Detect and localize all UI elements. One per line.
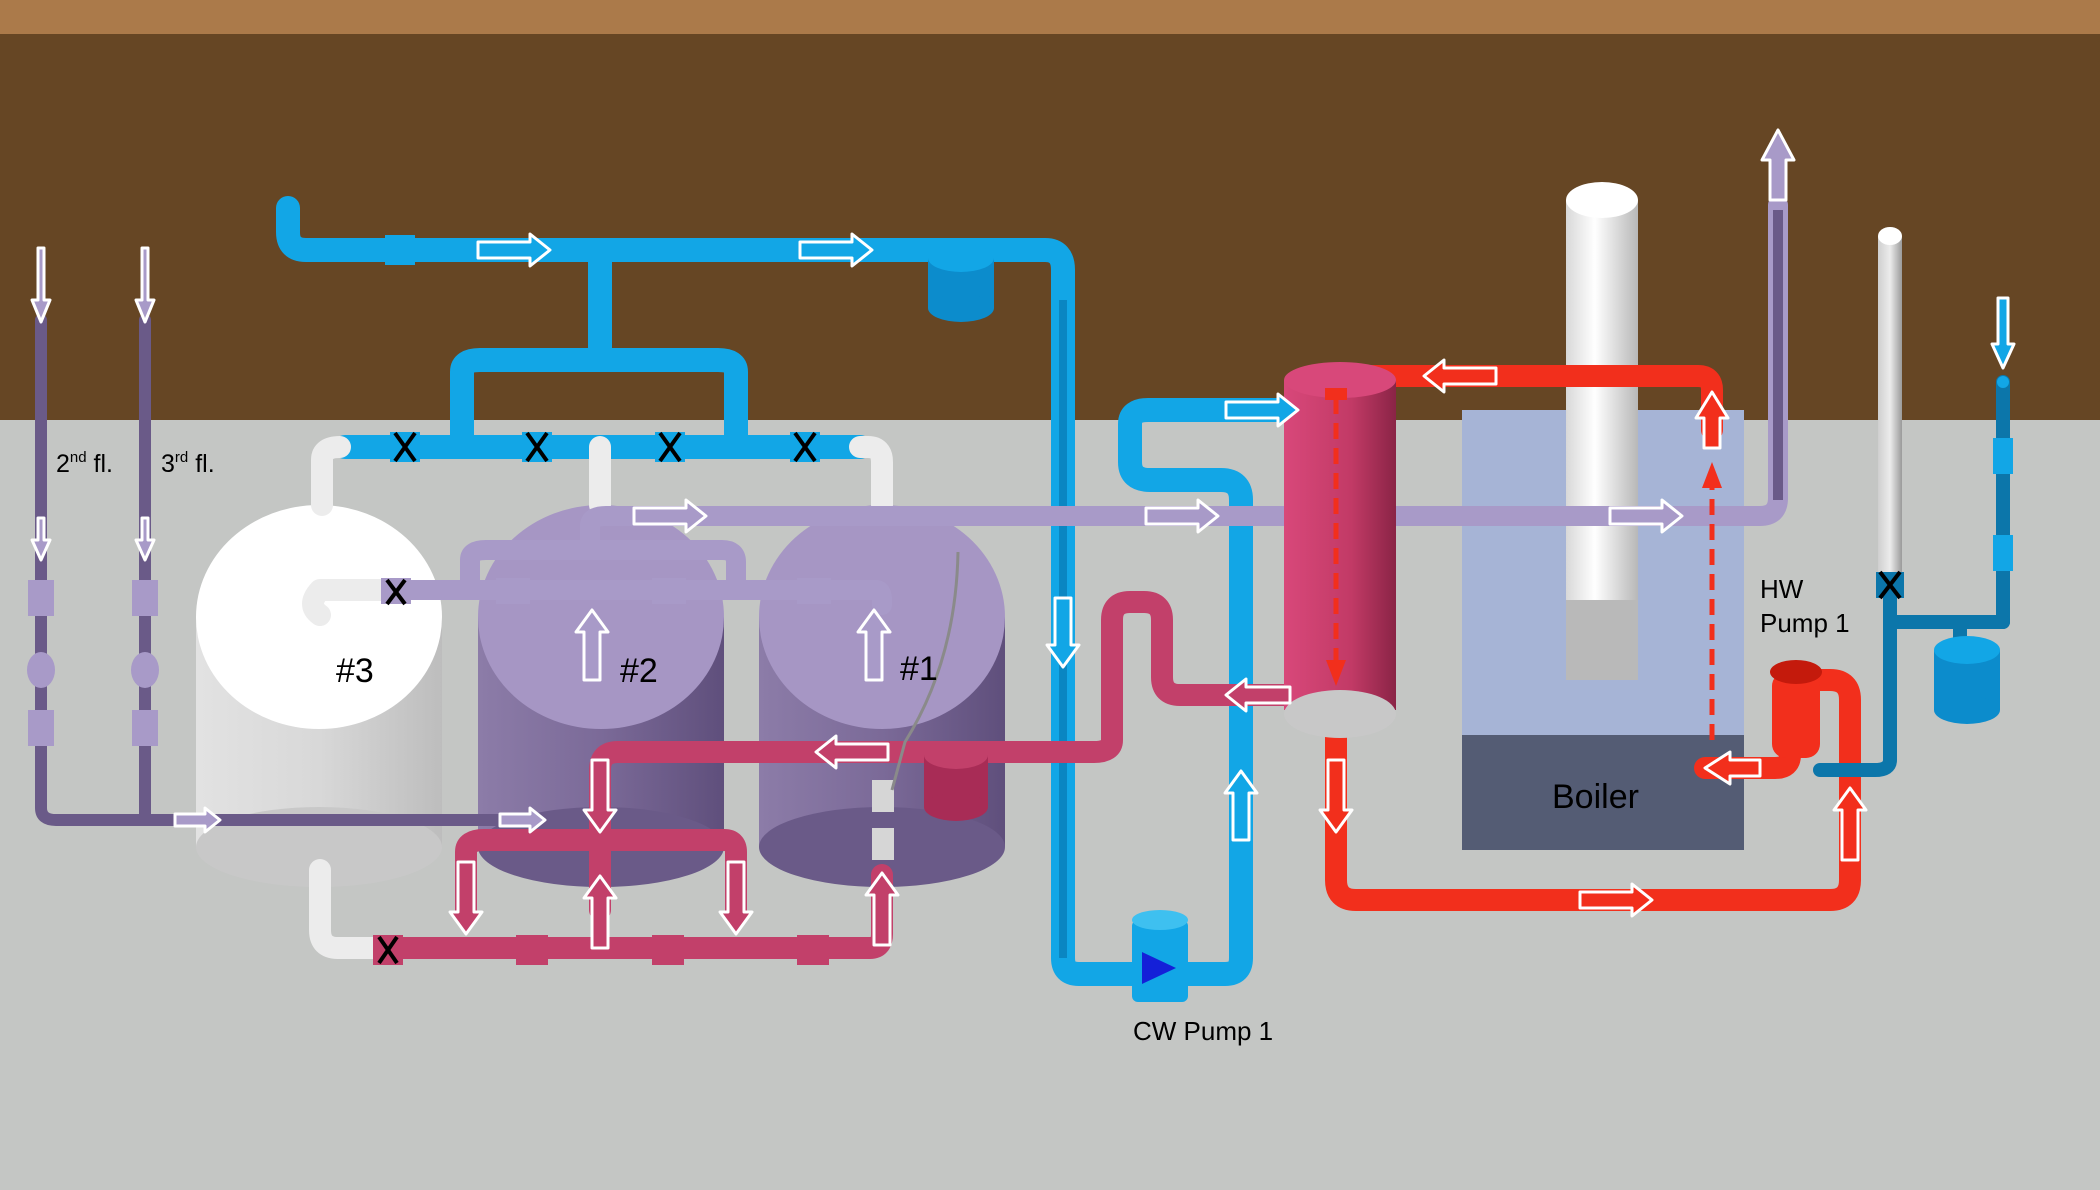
valve-icon bbox=[525, 431, 549, 463]
flow-arrow-icon bbox=[1318, 758, 1354, 834]
expansion-tank-top bbox=[928, 244, 994, 322]
floor-2-label: 2nd fl. bbox=[56, 449, 113, 478]
cold-supply-fitting bbox=[1993, 438, 2013, 474]
flow-arrow-icon bbox=[856, 608, 892, 682]
ceiling bbox=[0, 0, 2100, 34]
flow-arrow-icon bbox=[173, 806, 222, 834]
valve-icon bbox=[658, 431, 682, 463]
riser-fittings bbox=[27, 580, 159, 746]
flow-arrow-icon bbox=[1608, 498, 1684, 534]
flow-arrow-icon bbox=[30, 246, 52, 324]
flow-arrow-icon bbox=[1832, 786, 1868, 862]
internal-flow bbox=[1333, 398, 1715, 740]
flow-arrow-icon bbox=[134, 516, 156, 562]
flow-arrow-icon bbox=[1223, 769, 1259, 842]
flow-arrow-icon bbox=[1144, 498, 1220, 534]
hw-pump bbox=[1770, 660, 1822, 758]
flow-arrow-icon bbox=[864, 871, 900, 947]
tank-3 bbox=[196, 505, 442, 887]
valve-icon bbox=[1878, 570, 1902, 600]
flow-arrow-icon bbox=[1990, 296, 2016, 370]
boiler-label: Boiler bbox=[1552, 778, 1639, 816]
flow-arrow-icon bbox=[448, 860, 484, 936]
flow-arrow-icon bbox=[30, 516, 52, 562]
sensor-wire bbox=[890, 551, 960, 791]
flow-arrow-icon bbox=[632, 498, 708, 534]
valve-icon bbox=[793, 431, 817, 463]
flow-arrow-icon bbox=[1326, 660, 1346, 686]
valve-icons bbox=[377, 431, 1902, 965]
boiler-chimney bbox=[1566, 182, 1638, 680]
flow-arrow-icon bbox=[1578, 882, 1654, 918]
flow-arrow-icon bbox=[814, 734, 890, 770]
valve-icon bbox=[385, 578, 407, 606]
flow-arrow-icon bbox=[1422, 358, 1498, 394]
tank-3-label: #3 bbox=[336, 652, 374, 690]
flow-arrow-icon bbox=[718, 860, 754, 936]
tank-1-label: #1 bbox=[900, 650, 938, 688]
flow-arrow-icon bbox=[1760, 128, 1796, 202]
valve-icon bbox=[377, 935, 399, 965]
flow-arrow-icon bbox=[1224, 392, 1300, 428]
cold-supply-cap bbox=[1997, 376, 2009, 388]
flow-arrow-icon bbox=[1702, 462, 1722, 488]
tank-2-label: #2 bbox=[620, 652, 658, 690]
flow-arrow-icon bbox=[498, 806, 547, 834]
flow-arrow-icon bbox=[574, 608, 610, 682]
cold-supply-right bbox=[1813, 375, 2010, 777]
vent-pipe bbox=[1878, 227, 1902, 576]
expansion-tank-magenta bbox=[924, 741, 988, 821]
expansion-tank-right bbox=[1934, 636, 2000, 724]
flow-arrows bbox=[30, 128, 2016, 950]
flow-arrow-icon bbox=[582, 874, 618, 950]
tank3-pipes bbox=[302, 436, 893, 959]
flow-arrow-icon bbox=[1694, 390, 1730, 450]
cw-pump-label: CW Pump 1 bbox=[1133, 1016, 1273, 1046]
valve-icon bbox=[393, 431, 417, 463]
cw-pump bbox=[1132, 910, 1188, 1002]
flow-arrow-icon bbox=[582, 758, 618, 834]
flow-arrow-icon bbox=[1224, 677, 1292, 713]
flow-arrow-icon bbox=[1703, 750, 1762, 786]
flow-arrow-icon bbox=[476, 232, 552, 268]
flow-arrow-icon bbox=[1045, 596, 1081, 669]
flow-arrow-icon bbox=[798, 232, 874, 268]
flow-arrow-icon bbox=[134, 246, 156, 324]
floor-3-label: 3rd fl. bbox=[161, 449, 215, 478]
wall bbox=[0, 34, 2100, 420]
water-heater bbox=[1284, 362, 1396, 738]
cold-supply-fitting bbox=[1993, 535, 2013, 571]
